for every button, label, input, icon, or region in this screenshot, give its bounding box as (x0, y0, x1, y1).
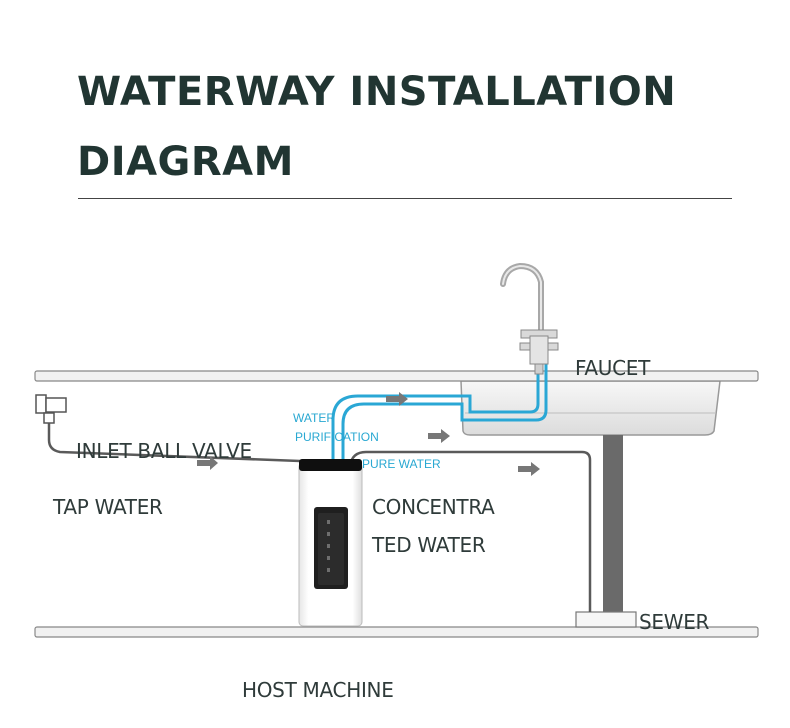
flow-arrow (428, 429, 450, 443)
floor (34, 626, 759, 638)
sewer-label: SEWER (639, 610, 710, 634)
inlet-ball-valve-icon (35, 394, 67, 424)
host-machine-label: HOST MACHINE (242, 678, 394, 702)
tap-water-label: TAP WATER (53, 495, 163, 519)
sink-basin (460, 380, 721, 436)
page-title-line-1: WATERWAY INSTALLATION (77, 69, 677, 115)
countertop (34, 370, 759, 382)
flow-arrow (518, 462, 540, 476)
faucet-icon (500, 262, 559, 375)
concentrate-pipe (348, 450, 592, 612)
faucet-label: FAUCET (575, 356, 651, 380)
page-title-line-2: DIAGRAM (77, 139, 294, 185)
drain-pipe (603, 435, 623, 612)
inlet-flow-arrow (197, 456, 218, 470)
flow-arrow (386, 392, 408, 406)
water-purification-label-line-2: PURIFICATION (295, 430, 379, 444)
water-purification-label-line-1: WATER (293, 411, 335, 425)
sewer-box (575, 611, 637, 628)
title-divider (78, 198, 732, 199)
pure-water-pipe (331, 360, 540, 466)
concentrated-water-label-line-2: TED WATER (372, 533, 486, 557)
inlet-ball-valve-label: INLET BALL VALVE (76, 439, 252, 463)
pure-water-label: PURE WATER (362, 457, 441, 471)
concentrated-water-label-line-1: CONCENTRA (372, 495, 495, 519)
host-machine-icon (298, 459, 363, 627)
